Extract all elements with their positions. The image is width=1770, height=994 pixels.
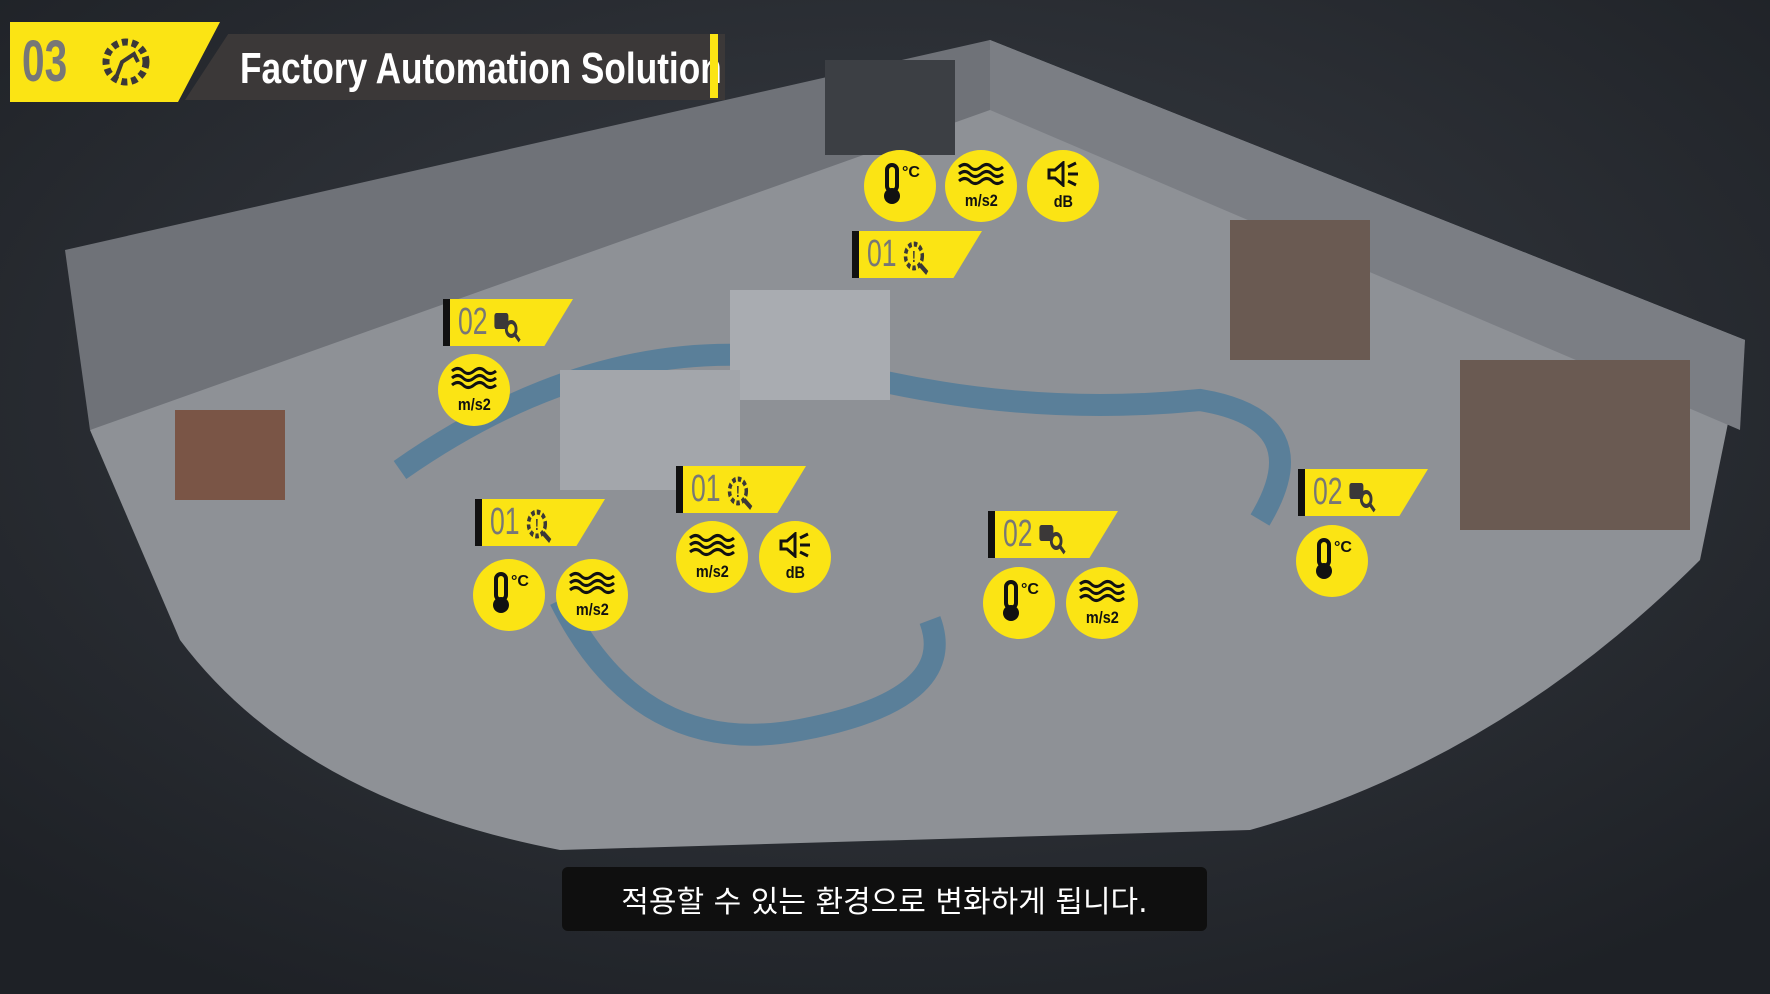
sensor-vibration-badge: m/s2: [1066, 567, 1138, 639]
marker-tag-number: 02: [458, 301, 488, 343]
marker-tag-number: 01: [490, 501, 520, 543]
sensor-sound-badge: dB: [1027, 150, 1099, 222]
sensor-vibration-badge: m/s2: [438, 354, 510, 426]
svg-text:!: !: [736, 482, 740, 501]
title-accent-bar: [710, 34, 718, 98]
marker-tag-number: 01: [691, 468, 721, 510]
svg-text:°C: °C: [1334, 539, 1352, 556]
robot-gear-icon: [102, 38, 150, 86]
shelves: [1230, 220, 1370, 360]
sensor-unit: m/s2: [575, 599, 609, 619]
marker-tag-number: 02: [1313, 471, 1343, 513]
svg-text:!: !: [535, 515, 539, 534]
vibration-icon: [688, 533, 736, 562]
boxes: [175, 410, 285, 500]
section-title: Factory Automation Solution: [240, 44, 722, 93]
temperature-icon: °C: [877, 161, 923, 212]
vibration-icon: [568, 571, 616, 600]
sensor-sound-badge: dB: [759, 521, 831, 593]
conveyor: [550, 595, 946, 746]
sensor-vibration-badge: m/s2: [945, 150, 1017, 222]
svg-text:°C: °C: [1021, 581, 1039, 598]
sensor-unit: m/s2: [457, 394, 491, 414]
sensor-vibration-badge: m/s2: [556, 559, 628, 631]
sensor-temperature-badge: °C: [864, 150, 936, 222]
temperature-icon: °C: [1309, 536, 1355, 587]
section-number: 03: [22, 29, 68, 94]
shelves: [1460, 360, 1690, 530]
monitor-wall: [825, 60, 955, 155]
temperature-icon: °C: [996, 578, 1042, 629]
sensor-temperature-badge: °C: [473, 559, 545, 631]
temperature-icon: °C: [486, 570, 532, 621]
svg-text:°C: °C: [902, 164, 920, 181]
sensor-unit: dB: [1053, 191, 1073, 211]
marker-tag-number: 01: [867, 233, 897, 275]
vibration-icon: [450, 366, 498, 395]
sensor-unit: m/s2: [964, 190, 998, 210]
vibration-icon: [1078, 579, 1126, 608]
vibration-icon: [957, 162, 1005, 191]
machine: [730, 290, 890, 400]
section-number-badge: 03: [10, 22, 220, 102]
sensor-unit: m/s2: [695, 561, 729, 581]
subtitle-caption: 적용할 수 있는 환경으로 변화하게 됩니다.: [562, 867, 1207, 931]
svg-text:°C: °C: [511, 573, 529, 590]
sensor-temperature-badge: °C: [983, 567, 1055, 639]
sensor-vibration-badge: m/s2: [676, 521, 748, 593]
sound-icon: [778, 530, 812, 563]
svg-text:!: !: [912, 247, 916, 266]
sound-icon: [1046, 159, 1080, 192]
marker-tag-02: 02: [1298, 469, 1428, 516]
sensor-unit: dB: [785, 562, 805, 582]
sensor-unit: m/s2: [1085, 607, 1119, 627]
section-title-bar: Factory Automation Solution: [185, 34, 725, 100]
sensor-temperature-badge: °C: [1296, 525, 1368, 597]
back-wall-left: [65, 40, 990, 430]
marker-tag-number: 02: [1003, 513, 1033, 555]
